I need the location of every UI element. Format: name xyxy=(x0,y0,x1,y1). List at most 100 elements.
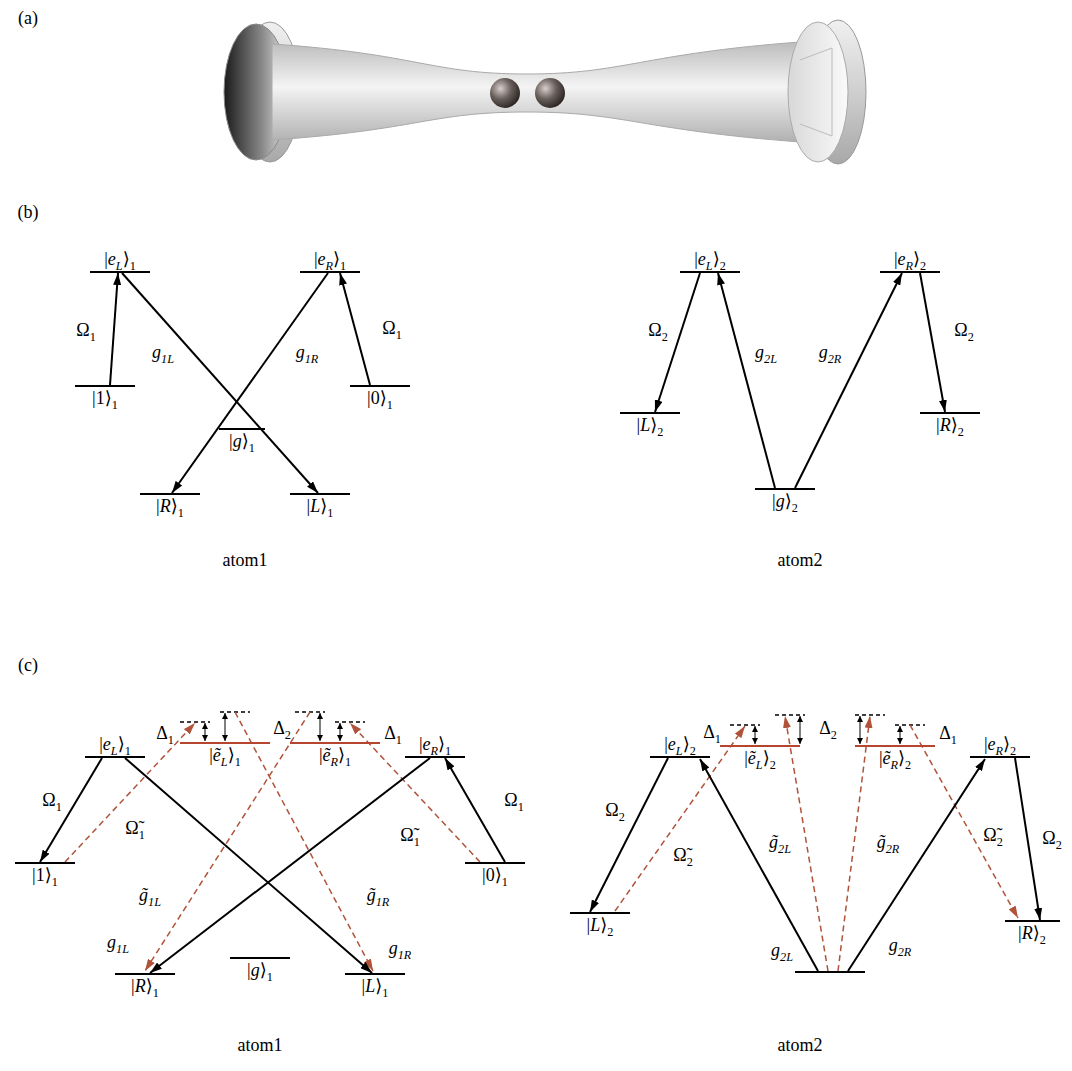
atom-sphere xyxy=(490,78,520,108)
coupling-label: Ω2 xyxy=(1041,828,1063,849)
text-part: R xyxy=(330,755,337,769)
level-line xyxy=(920,412,980,414)
level-line xyxy=(180,742,270,744)
transition-arrow xyxy=(445,758,505,862)
text-part: 1 xyxy=(52,875,58,889)
text-part: ⟩ xyxy=(438,734,445,754)
transition-arrow xyxy=(110,273,118,385)
text-part: 1 xyxy=(96,388,105,408)
text-part: ⟩ xyxy=(171,496,178,516)
text-part: g xyxy=(389,938,398,958)
transition-arrow xyxy=(1015,758,1040,920)
level-line xyxy=(290,493,350,495)
text-part: 2 xyxy=(792,501,798,515)
text-part: 1 xyxy=(56,799,62,813)
text-part: 1 xyxy=(327,506,333,520)
detuning-arrow xyxy=(860,716,861,744)
text-part: ⟩ xyxy=(333,249,340,269)
text-part: Δ xyxy=(939,723,951,743)
text-part: Ω xyxy=(504,790,517,810)
dashed-transition xyxy=(65,723,195,862)
coupling-label: g1L xyxy=(106,932,130,953)
text-part: atom2 xyxy=(778,550,823,570)
text-part: 1R xyxy=(398,947,412,961)
atom-label: atom2 xyxy=(777,550,824,571)
text-part: e xyxy=(422,734,430,754)
energy-level: |eR⟩1 xyxy=(405,733,465,758)
text-part: 1L xyxy=(148,894,161,908)
text-part: Δ xyxy=(703,722,715,742)
text-part: ⟩ xyxy=(763,748,770,768)
text-part: ⟩ xyxy=(898,748,905,768)
text-part: 2 xyxy=(1010,744,1016,758)
level-label: |R⟩1 xyxy=(156,495,184,518)
level-label: |g⟩1 xyxy=(247,959,273,982)
level-label: |R⟩2 xyxy=(1018,922,1046,945)
panel-label: (a) xyxy=(17,8,39,29)
atom-label: atom1 xyxy=(222,550,269,571)
text-part: e xyxy=(668,734,676,754)
text-part: 2 xyxy=(1056,837,1062,851)
level-line xyxy=(115,973,175,975)
level-label: |R⟩1 xyxy=(131,975,159,998)
coupling-label: g1L xyxy=(151,342,175,363)
level-line xyxy=(855,745,935,747)
detuning-arrow xyxy=(205,723,206,741)
energy-level: |eR⟩2 xyxy=(970,733,1030,758)
text-part: 1 xyxy=(178,506,184,520)
text-part: ⟩ xyxy=(1003,734,1010,754)
energy-level: |eL⟩1 xyxy=(85,733,145,758)
transition-arrow xyxy=(590,758,668,912)
atom-sphere xyxy=(535,78,565,108)
text-part: Δ xyxy=(384,723,396,743)
level-label: |ẽR⟩2 xyxy=(879,747,911,770)
text-part: ⟩ xyxy=(123,249,130,269)
text-part: R xyxy=(135,976,146,996)
text-part: g xyxy=(152,342,161,362)
level-line xyxy=(755,488,815,490)
text-part: | xyxy=(367,388,371,408)
dashed-transition xyxy=(145,712,310,971)
text-part: | xyxy=(1018,923,1022,943)
text-part: Δ xyxy=(156,723,168,743)
text-part: 1R xyxy=(376,894,390,908)
text-part: atom1 xyxy=(238,1035,283,1055)
text-part: 0 xyxy=(486,865,495,885)
text-part: ⟩ xyxy=(45,865,52,885)
text-part: Ω̃ xyxy=(983,825,996,845)
text-part: 1 xyxy=(36,865,45,885)
text-part: ⟩ xyxy=(242,431,249,451)
level-label: |eL⟩2 xyxy=(664,733,696,756)
detuning-arrow xyxy=(900,726,901,744)
energy-level: |g⟩1 xyxy=(219,428,265,453)
text-part: 1L xyxy=(161,351,174,365)
level-line xyxy=(620,412,680,414)
text-part: | xyxy=(229,431,233,451)
detuning-arrow xyxy=(755,726,756,744)
text-part: 2R xyxy=(898,944,912,958)
text-part: 2 xyxy=(905,758,911,772)
text-part: Δ xyxy=(273,718,285,738)
coupling-label: g1R xyxy=(295,342,320,363)
text-part: atom2 xyxy=(778,1035,823,1055)
level-line xyxy=(15,862,75,864)
mirror-edge xyxy=(800,48,832,136)
level-line xyxy=(290,742,380,744)
text-part: | xyxy=(247,960,251,980)
text-part: 2 xyxy=(997,834,1003,848)
text-part: 1 xyxy=(125,744,131,758)
coupling-label: g2R xyxy=(818,342,843,363)
text-part: | xyxy=(894,249,898,269)
text-part: g xyxy=(889,935,898,955)
text-part: ⟩ xyxy=(951,415,958,435)
coupling-label: g̃1R xyxy=(366,885,391,906)
detuning-arrow xyxy=(320,713,321,741)
level-line xyxy=(230,957,290,959)
text-part: 2 xyxy=(687,854,693,868)
transition-arrow xyxy=(122,273,318,493)
energy-level: |0⟩1 xyxy=(350,385,410,410)
text-part: | xyxy=(32,865,36,885)
text-part: Ω xyxy=(648,320,661,340)
panel-label: (b) xyxy=(17,202,40,223)
